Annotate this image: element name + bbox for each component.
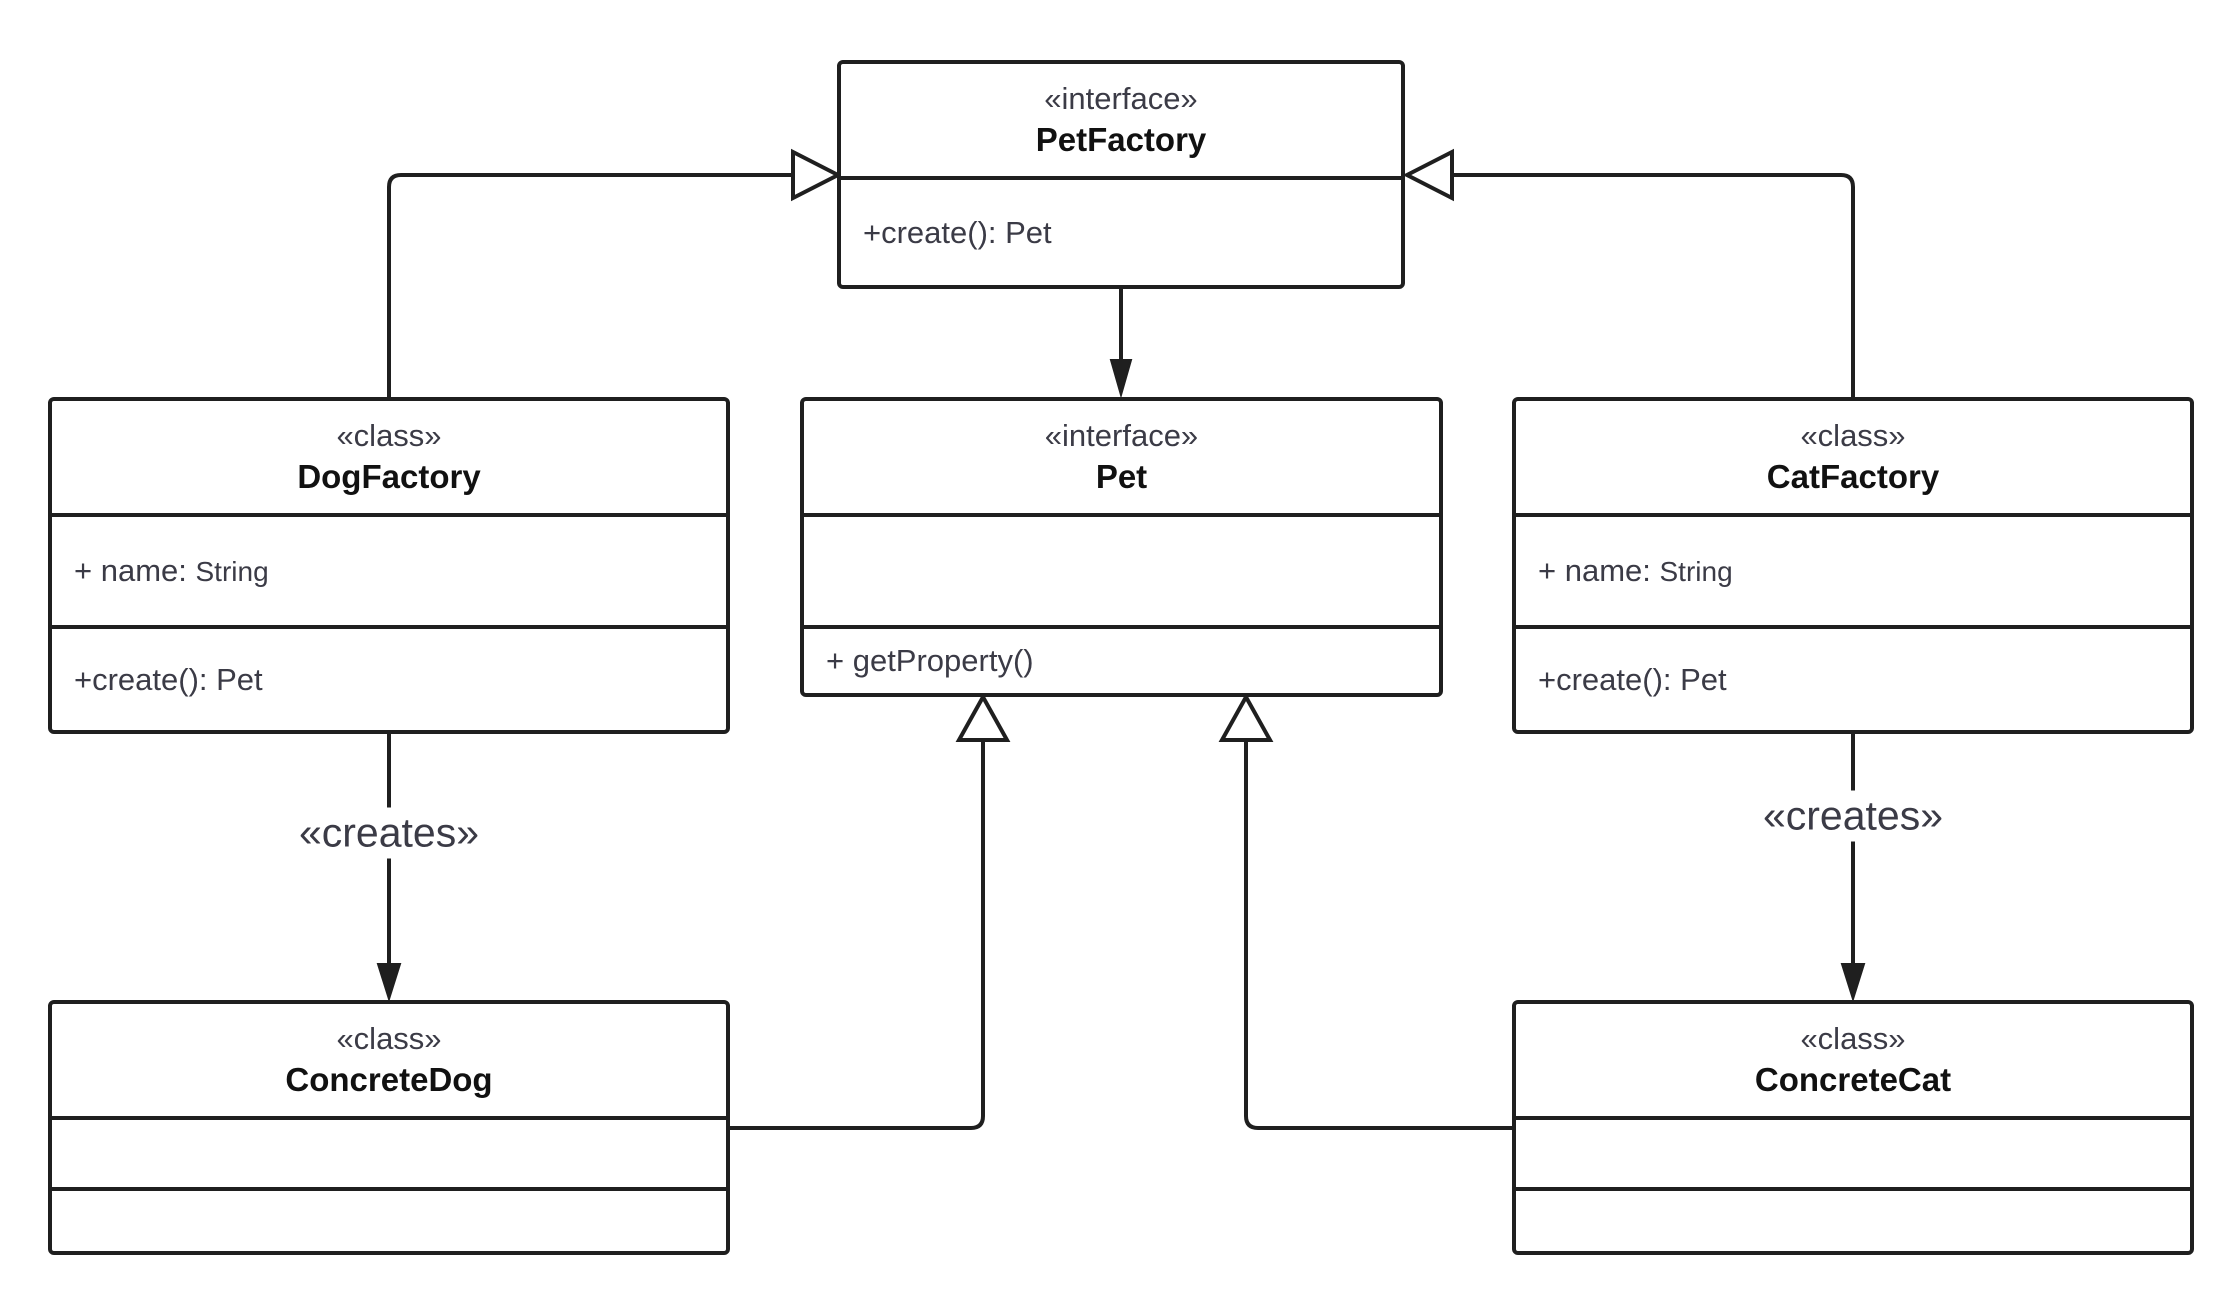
- attributes-section: [804, 513, 1439, 625]
- class-name: PetFactory: [1035, 120, 1207, 158]
- dependency-arrowhead: [376, 963, 402, 1003]
- class-name: CatFactory: [1766, 457, 1940, 495]
- stereotype-label: «interface»: [1044, 81, 1198, 116]
- attribute-type: String: [1659, 556, 1733, 587]
- methods-section: +create(): Pet: [1516, 625, 2190, 730]
- class-header: «class» DogFactory: [52, 401, 726, 513]
- dependency-arrowhead: [1840, 963, 1866, 1003]
- class-name: DogFactory: [297, 457, 481, 495]
- attributes-section: [1516, 1116, 2190, 1187]
- stereotype-label: «class»: [336, 1021, 442, 1056]
- realization-arrowhead: [791, 148, 843, 202]
- attribute-type: String: [195, 556, 269, 587]
- methods-section: [52, 1187, 726, 1251]
- class-box-concretecat[interactable]: «class» ConcreteCat: [1512, 1000, 2194, 1255]
- realization-concretedog-pet: [727, 740, 985, 1130]
- method-create: +create(): Pet: [74, 661, 263, 697]
- method-create: +create(): Pet: [1538, 661, 1727, 697]
- realization-catfactory-petfactory: [1452, 173, 1855, 397]
- class-header: «class» CatFactory: [1516, 401, 2190, 513]
- realization-arrowhead: [1402, 148, 1454, 202]
- attribute-name: + name: String: [1538, 553, 1733, 588]
- methods-section: + getProperty(): [804, 625, 1439, 693]
- association-arrowhead: [1109, 359, 1133, 399]
- stereotype-label: «class»: [336, 418, 442, 453]
- realization-arrowhead: [1218, 692, 1274, 742]
- methods-section: +create(): Pet: [841, 176, 1401, 285]
- attribute-name: + name: String: [74, 553, 269, 588]
- methods-section: +create(): Pet: [52, 625, 726, 730]
- attributes-section: + name: String: [52, 513, 726, 625]
- class-header: «class» ConcreteCat: [1516, 1004, 2190, 1116]
- method-create: +create(): Pet: [863, 214, 1052, 250]
- methods-section: [1516, 1187, 2190, 1251]
- stereotype-label: «class»: [1800, 1021, 1906, 1056]
- class-header: «interface» Pet: [804, 401, 1439, 513]
- stereotype-label: «class»: [1800, 418, 1906, 453]
- attributes-section: [52, 1116, 726, 1187]
- class-box-pet[interactable]: «interface» Pet + getProperty(): [800, 397, 1443, 697]
- class-name: Pet: [1095, 457, 1148, 495]
- stereotype-label: «interface»: [1044, 418, 1199, 453]
- creates-label-cat: «creates»: [1754, 790, 1952, 842]
- class-name: ConcreteCat: [1754, 1060, 1952, 1098]
- class-box-concretedog[interactable]: «class» ConcreteDog: [48, 1000, 730, 1255]
- realization-dogfactory-petfactory: [387, 173, 793, 397]
- class-box-catfactory[interactable]: «class» CatFactory + name: String +creat…: [1512, 397, 2194, 734]
- class-header: «interface» PetFactory: [841, 64, 1401, 176]
- method-getproperty: + getProperty(): [826, 643, 1034, 678]
- creates-label-dog: «creates»: [290, 807, 488, 859]
- class-header: «class» ConcreteDog: [52, 1004, 726, 1116]
- realization-concretecat-pet: [1244, 740, 1515, 1130]
- realization-arrowhead: [955, 692, 1011, 742]
- attributes-section: + name: String: [1516, 513, 2190, 625]
- class-box-dogfactory[interactable]: «class» DogFactory + name: String +creat…: [48, 397, 730, 734]
- class-name: ConcreteDog: [285, 1060, 493, 1098]
- class-box-petfactory[interactable]: «interface» PetFactory +create(): Pet: [837, 60, 1405, 289]
